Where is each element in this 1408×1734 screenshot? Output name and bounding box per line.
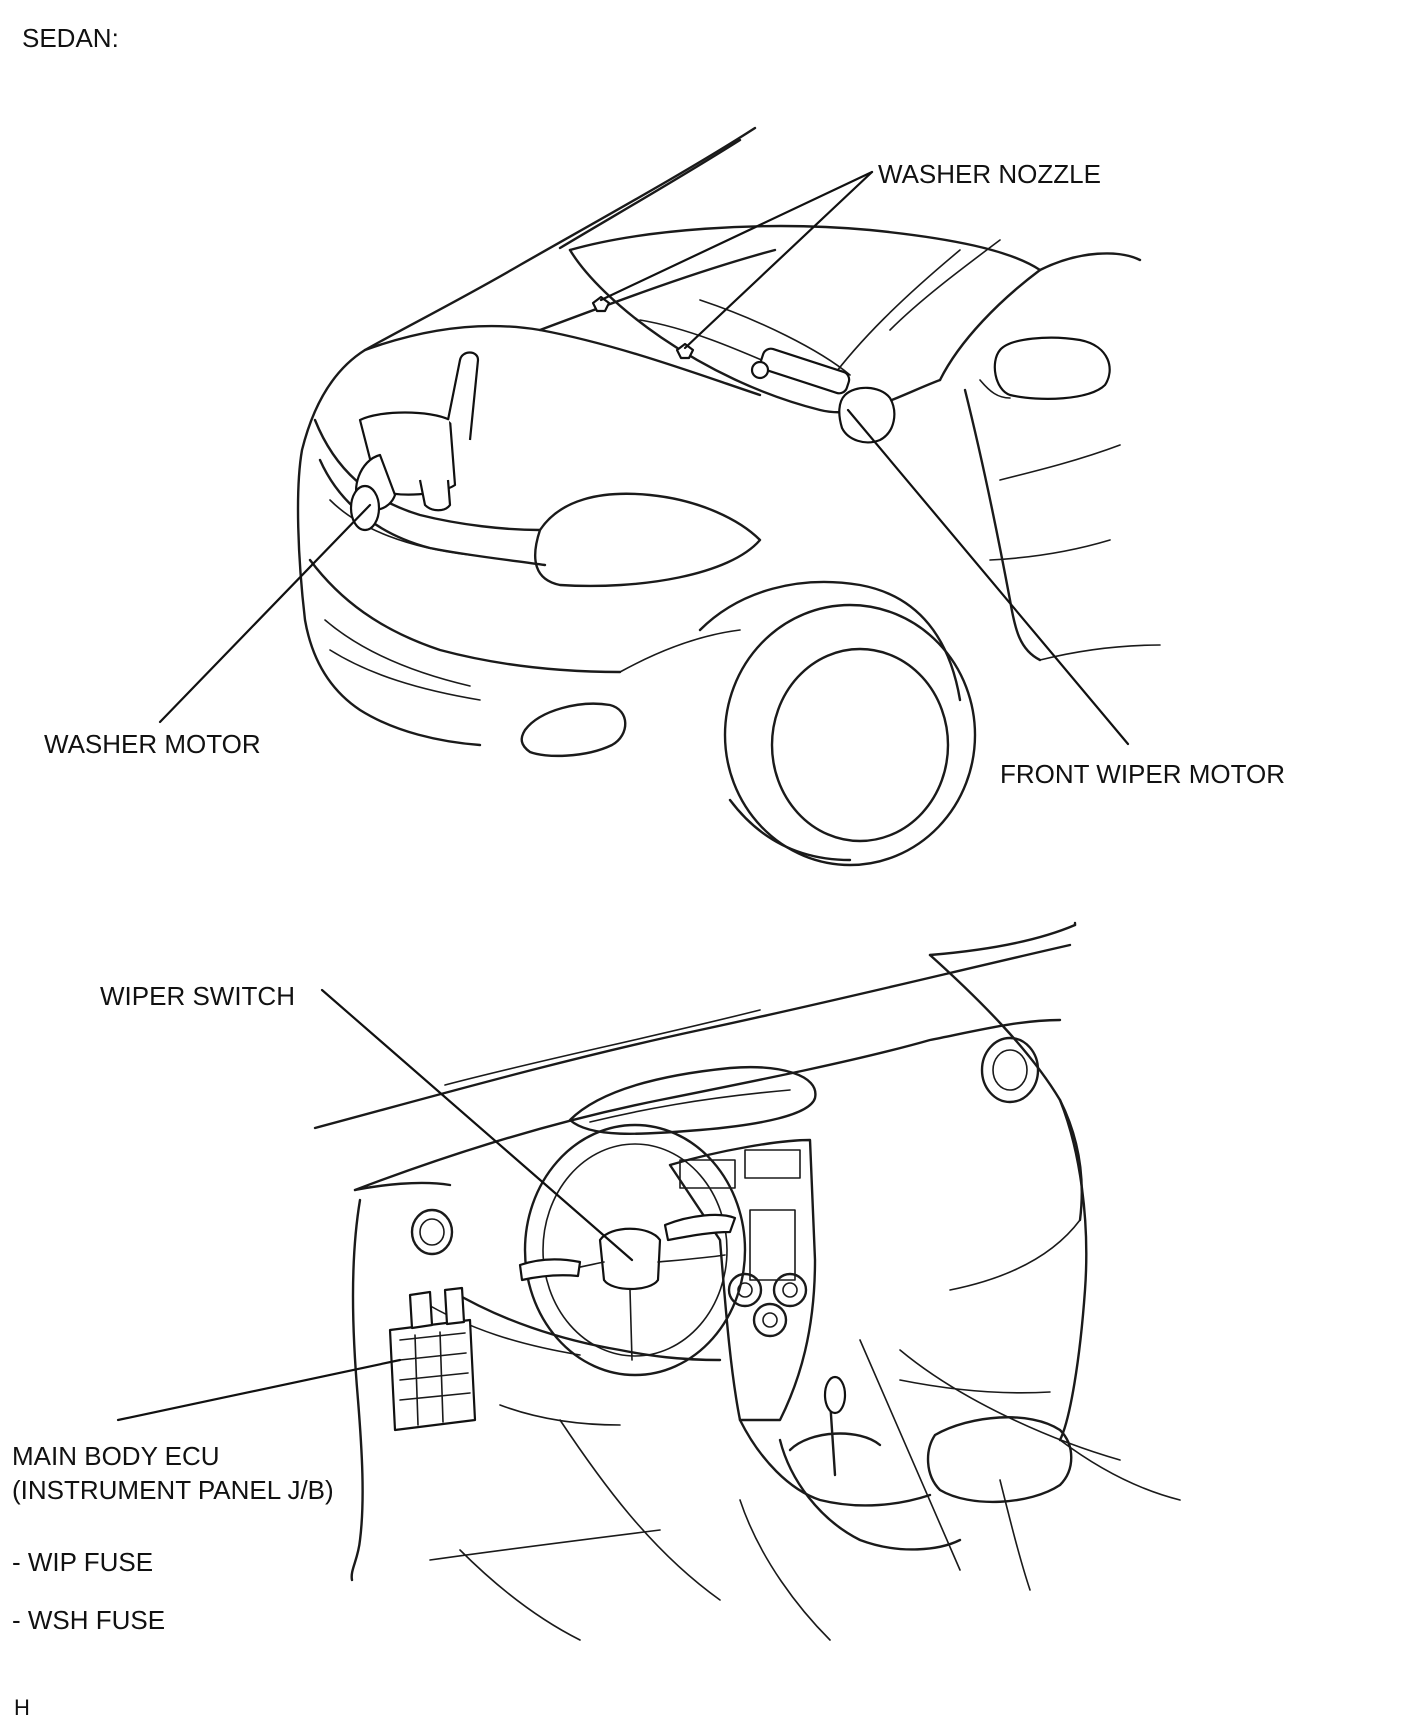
instrument-panel-jb-label: (INSTRUMENT PANEL J/B) xyxy=(12,1475,334,1505)
front-wiper-motor-leader xyxy=(846,408,1130,746)
washer-nozzle-label: WASHER NOZZLE xyxy=(878,159,1101,189)
front-wiper-motor-label: FRONT WIPER MOTOR xyxy=(1000,759,1286,789)
washer-motor-leader xyxy=(158,503,372,724)
washer-motor-label: WASHER MOTOR xyxy=(44,729,261,759)
variant-label: SEDAN: xyxy=(22,23,119,53)
washer-nozzle-leader-2 xyxy=(683,170,874,350)
wsh-fuse-label: - WSH FUSE xyxy=(12,1605,166,1635)
washer-nozzle-leader-1 xyxy=(599,170,874,302)
figure-code: H xyxy=(14,1695,30,1720)
main-body-ecu-leader xyxy=(116,1358,402,1422)
car-front-illustration xyxy=(158,126,1161,867)
wiper-switch-leader xyxy=(320,988,634,1262)
wip-fuse-label: - WIP FUSE xyxy=(12,1547,154,1577)
main-body-ecu-label: MAIN BODY ECU xyxy=(12,1441,220,1471)
wiper-switch-label: WIPER SWITCH xyxy=(100,981,295,1011)
